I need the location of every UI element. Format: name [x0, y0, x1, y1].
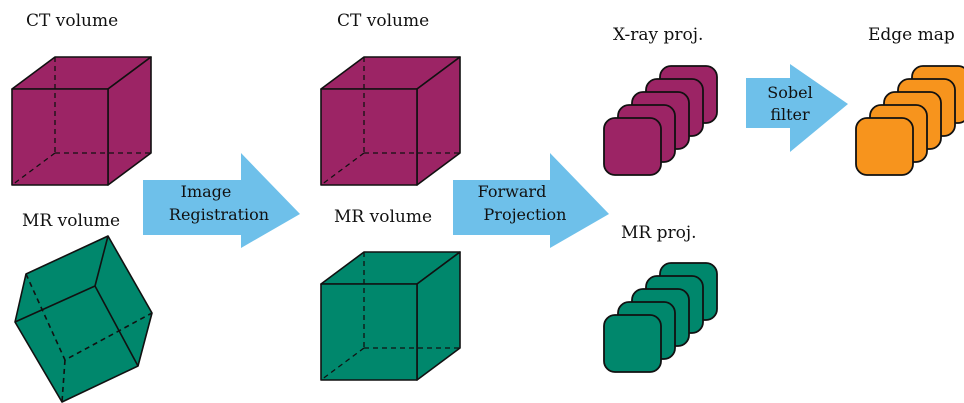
projection-arrow: Forward Projection: [453, 153, 609, 248]
mr-cube-rotated: [14, 235, 153, 403]
cube-front-face: [11, 88, 109, 186]
ct-volume-label-input: CT volume: [26, 11, 118, 31]
edge-map-label: Edge map: [868, 25, 955, 45]
projection-arrow-label-line1: Forward: [478, 182, 547, 201]
cube-front-face: [320, 283, 418, 381]
mr-volume-label-input: MR volume: [22, 211, 120, 231]
sobel-arrow-label-line2: filter: [770, 105, 810, 124]
registration-arrow: Image Registration: [143, 153, 300, 248]
ct-cube-registered: [320, 56, 461, 186]
xray-proj-label: X-ray proj.: [613, 25, 703, 45]
mr-proj-label: MR proj.: [621, 223, 697, 243]
ct-cube-input: [11, 56, 152, 186]
projection-tile: [855, 117, 914, 176]
edge-map-stack: [855, 65, 964, 176]
mr-volume-label-registered: MR volume: [334, 207, 432, 227]
sobel-arrow: Sobel filter: [746, 64, 848, 152]
xray-proj-stack: [603, 65, 718, 176]
mr-rotated-visible-edge: [94, 285, 139, 367]
projection-arrow-label-line2: Projection: [484, 205, 567, 224]
registration-arrow-label-line1: Image: [181, 182, 232, 201]
projection-tile: [603, 117, 662, 176]
registration-arrow-label-line2: Registration: [169, 205, 269, 224]
cube-front-face: [320, 88, 418, 186]
ct-volume-label-registered: CT volume: [337, 11, 429, 31]
mr-cube-registered: [320, 251, 461, 381]
sobel-arrow-label-line1: Sobel: [767, 83, 812, 102]
mr-rotated-hidden-edge: [61, 359, 66, 403]
mr-proj-stack: [603, 262, 718, 373]
projection-tile: [603, 314, 662, 373]
mr-rotated-hull: [14, 235, 153, 403]
